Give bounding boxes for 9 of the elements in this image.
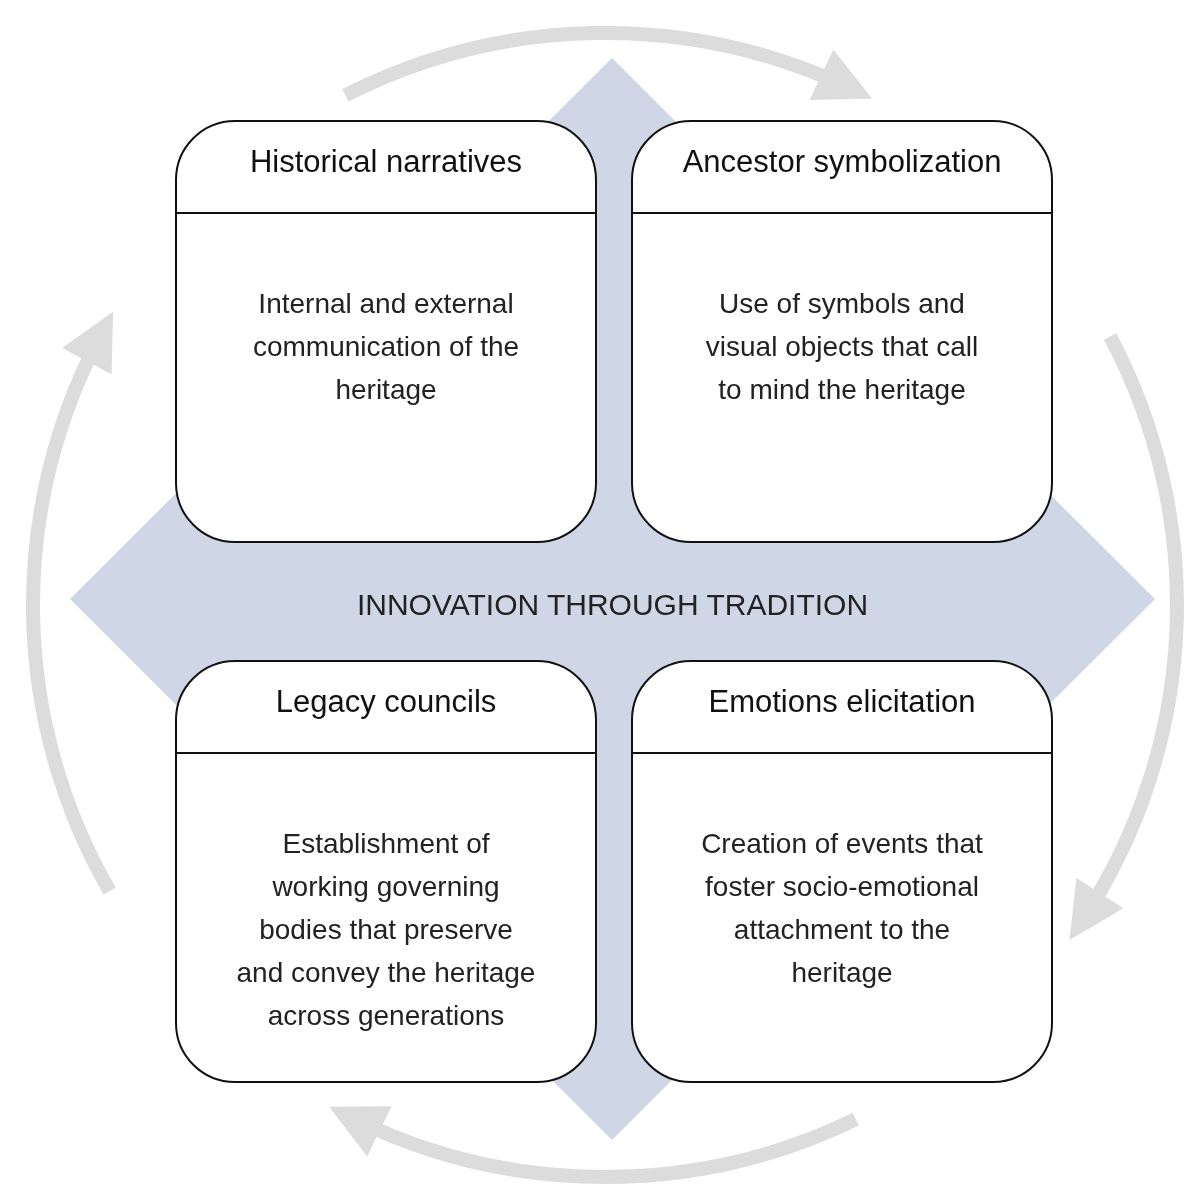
card-description: Creation of events that foster socio-emotional attachment to the heritage <box>700 827 984 990</box>
card-heading: Legacy councils <box>274 684 498 720</box>
card-description: Internal and external communication of the heritage <box>251 287 521 407</box>
card-description: Establishment of working governing bodies that preserve and convey the heritage across generations <box>235 827 537 1033</box>
card-heading: Historical narratives <box>248 144 524 180</box>
card-heading: Ancestor symbolization <box>681 144 1003 180</box>
card-description: Use of symbols and visual objects that call to mind the heritage <box>704 287 980 407</box>
center-title: INNOVATION THROUGH TRADITION <box>355 588 870 622</box>
card-heading: Emotions elicitation <box>707 684 977 720</box>
